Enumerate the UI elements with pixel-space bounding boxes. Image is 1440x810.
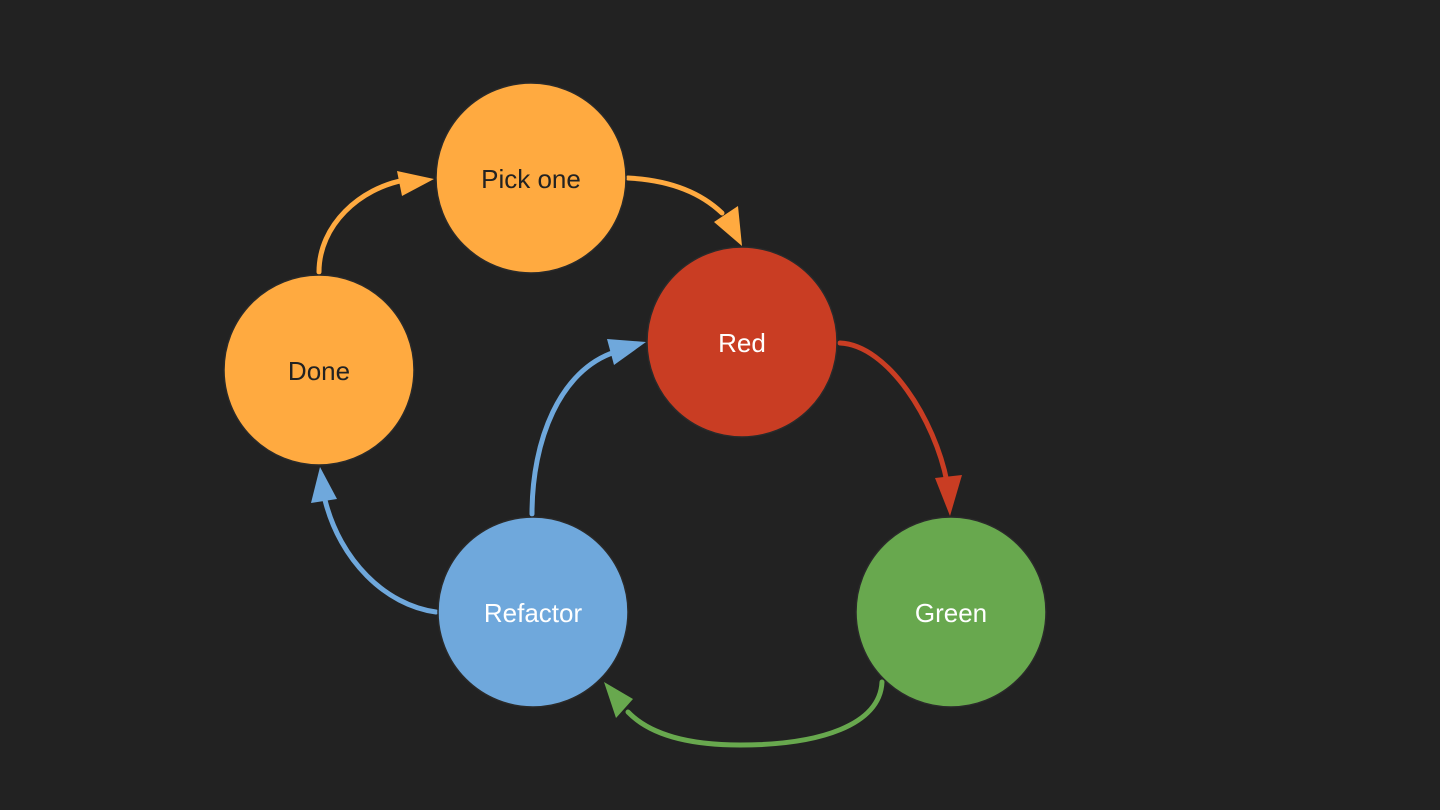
node-green-circle	[855, 516, 1047, 708]
node-red-label: Red	[718, 328, 766, 358]
node-red-circle	[646, 246, 838, 438]
node-pick-one-label: Pick one	[481, 164, 581, 194]
edge-refactor-to-done	[322, 497, 439, 615]
node-done-circle	[223, 274, 415, 466]
node-green[interactable]: Green	[855, 516, 1047, 708]
node-green-label: Green	[915, 598, 987, 628]
node-refactor[interactable]: Refactor	[437, 516, 629, 708]
node-done-label: Done	[288, 356, 350, 386]
arrowhead-refactor-to-red	[607, 339, 646, 365]
arrowhead-red-to-green	[935, 475, 962, 516]
edge-pick-one-to-red	[625, 175, 725, 216]
arrowhead-pick-one-to-red	[714, 206, 742, 246]
node-pick-one[interactable]: Pick one	[435, 82, 627, 274]
edge-green-to-refactor	[625, 679, 885, 748]
arrowhead-done-to-pick-one	[397, 171, 434, 196]
edge-red-to-green	[837, 340, 950, 485]
node-pick-one-circle	[435, 82, 627, 274]
nodes: Pick one Red Green Refactor Done	[223, 82, 1047, 708]
node-refactor-label: Refactor	[484, 598, 583, 628]
node-refactor-circle	[437, 516, 629, 708]
node-red[interactable]: Red	[646, 246, 838, 438]
edge-done-to-pick-one	[316, 177, 408, 275]
arrowhead-green-to-refactor	[604, 682, 633, 718]
node-done[interactable]: Done	[223, 274, 415, 466]
arrowhead-refactor-to-done	[311, 467, 337, 503]
edge-refactor-to-red	[529, 349, 618, 517]
edges	[311, 171, 962, 748]
